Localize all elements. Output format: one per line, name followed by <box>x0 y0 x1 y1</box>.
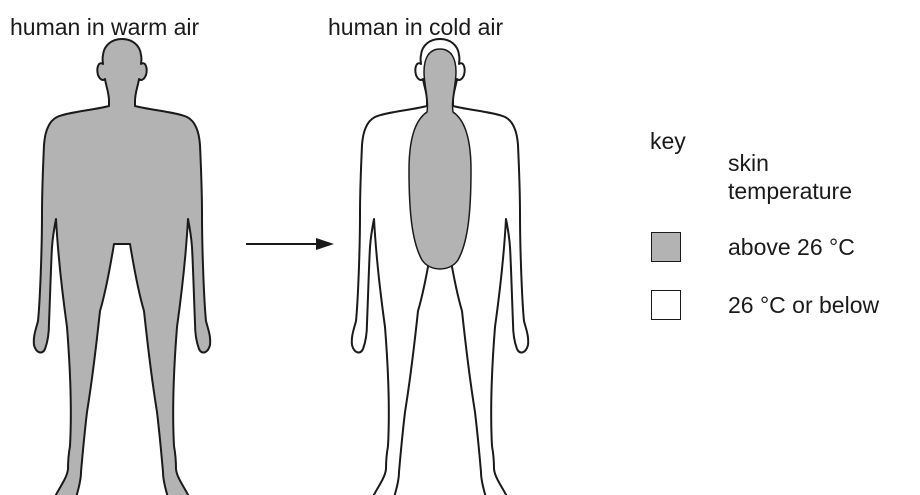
right-arrow <box>246 238 334 250</box>
key-swatch-cold <box>651 290 681 320</box>
key-heading-line2: temperature <box>728 178 852 204</box>
key-heading-line1: skin <box>728 150 769 176</box>
key-swatch-warm <box>651 232 681 262</box>
warm-core-region <box>409 49 471 269</box>
key-label-cold: 26 °C or below <box>728 292 879 318</box>
warm-air-human <box>34 39 210 495</box>
key-title: key <box>650 128 686 154</box>
cold-air-human <box>352 39 528 495</box>
key-label-warm: above 26 °C <box>728 234 855 260</box>
